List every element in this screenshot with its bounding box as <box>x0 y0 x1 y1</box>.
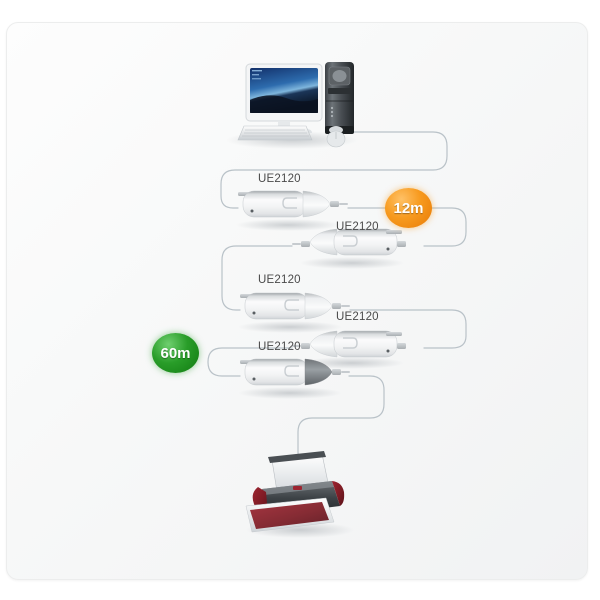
mouse <box>326 126 346 148</box>
extender-device-5[interactable] <box>238 358 350 399</box>
extender-label-3: UE2120 <box>258 274 301 286</box>
monitor <box>245 63 323 133</box>
computer-tower <box>325 62 354 134</box>
portable-printer <box>245 451 354 538</box>
extender-label-2: UE2120 <box>336 221 379 233</box>
distance-badge-12m: 12m <box>385 188 432 228</box>
extender-label-4: UE2120 <box>336 311 379 323</box>
extender-label-5: UE2120 <box>258 341 301 353</box>
distance-badge-60m: 60m <box>152 333 199 373</box>
extender-device-3[interactable] <box>238 292 350 333</box>
extender-device-1[interactable] <box>236 190 348 231</box>
keyboard <box>237 125 313 141</box>
extender-device-2[interactable] <box>292 228 406 269</box>
extender-label-1: UE2120 <box>258 173 301 185</box>
desktop-computer <box>226 62 358 149</box>
